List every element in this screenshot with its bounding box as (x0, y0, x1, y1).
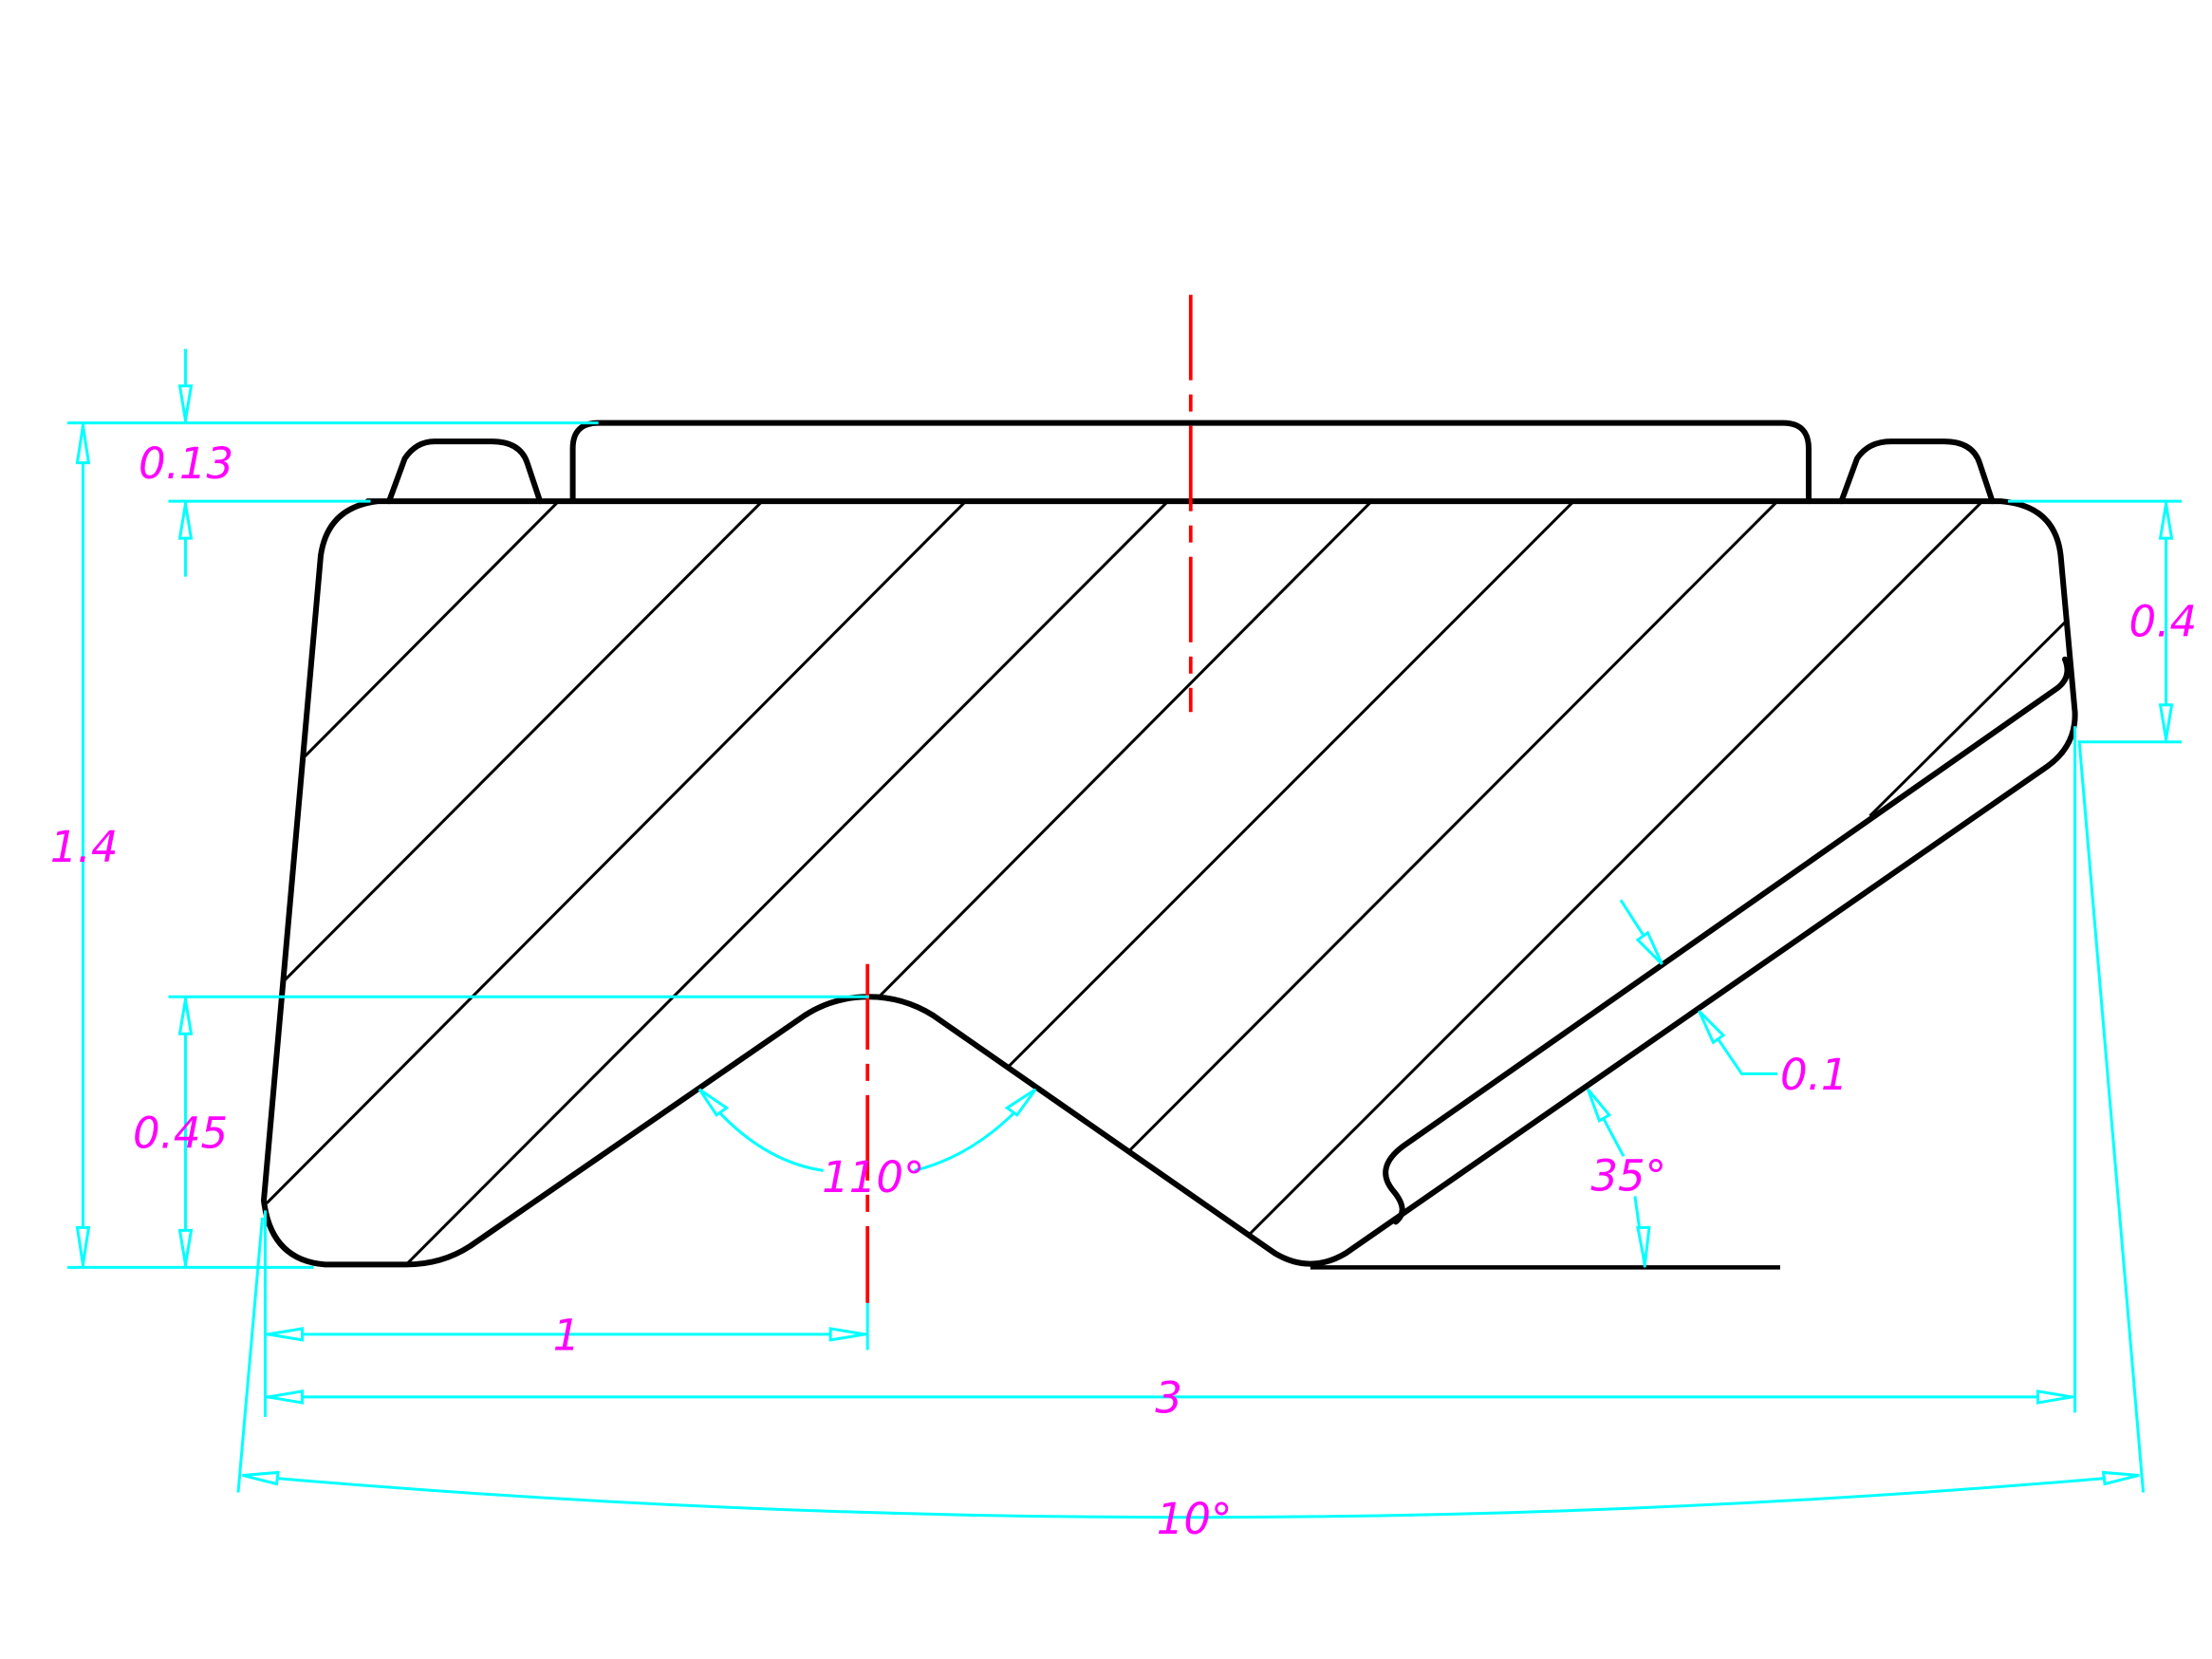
dim-taper-angle: 10° (1157, 1494, 1233, 1544)
dim-groove-angle: 110° (822, 1152, 924, 1202)
section-hatching (265, 500, 2067, 1266)
dim-slot-width: 0.1 (1780, 1050, 1849, 1100)
left-tab (386, 438, 544, 505)
dim-groove-offset: 1 (553, 1310, 581, 1360)
right-tab (1838, 438, 1996, 505)
dim-right-height: 0.4 (2129, 597, 2198, 647)
slot-outline (1383, 656, 2071, 1225)
top-boss (569, 419, 1812, 505)
dim-total-width: 3 (1155, 1372, 1182, 1423)
dim-total-height: 1.4 (50, 822, 119, 872)
dim-slot-angle: 35° (1590, 1150, 1666, 1201)
dim-top-step: 0.13 (139, 438, 233, 489)
dim-groove-depth: 0.45 (133, 1108, 228, 1158)
dimension-lines (66, 348, 2183, 1519)
part-outline (260, 498, 2078, 1268)
